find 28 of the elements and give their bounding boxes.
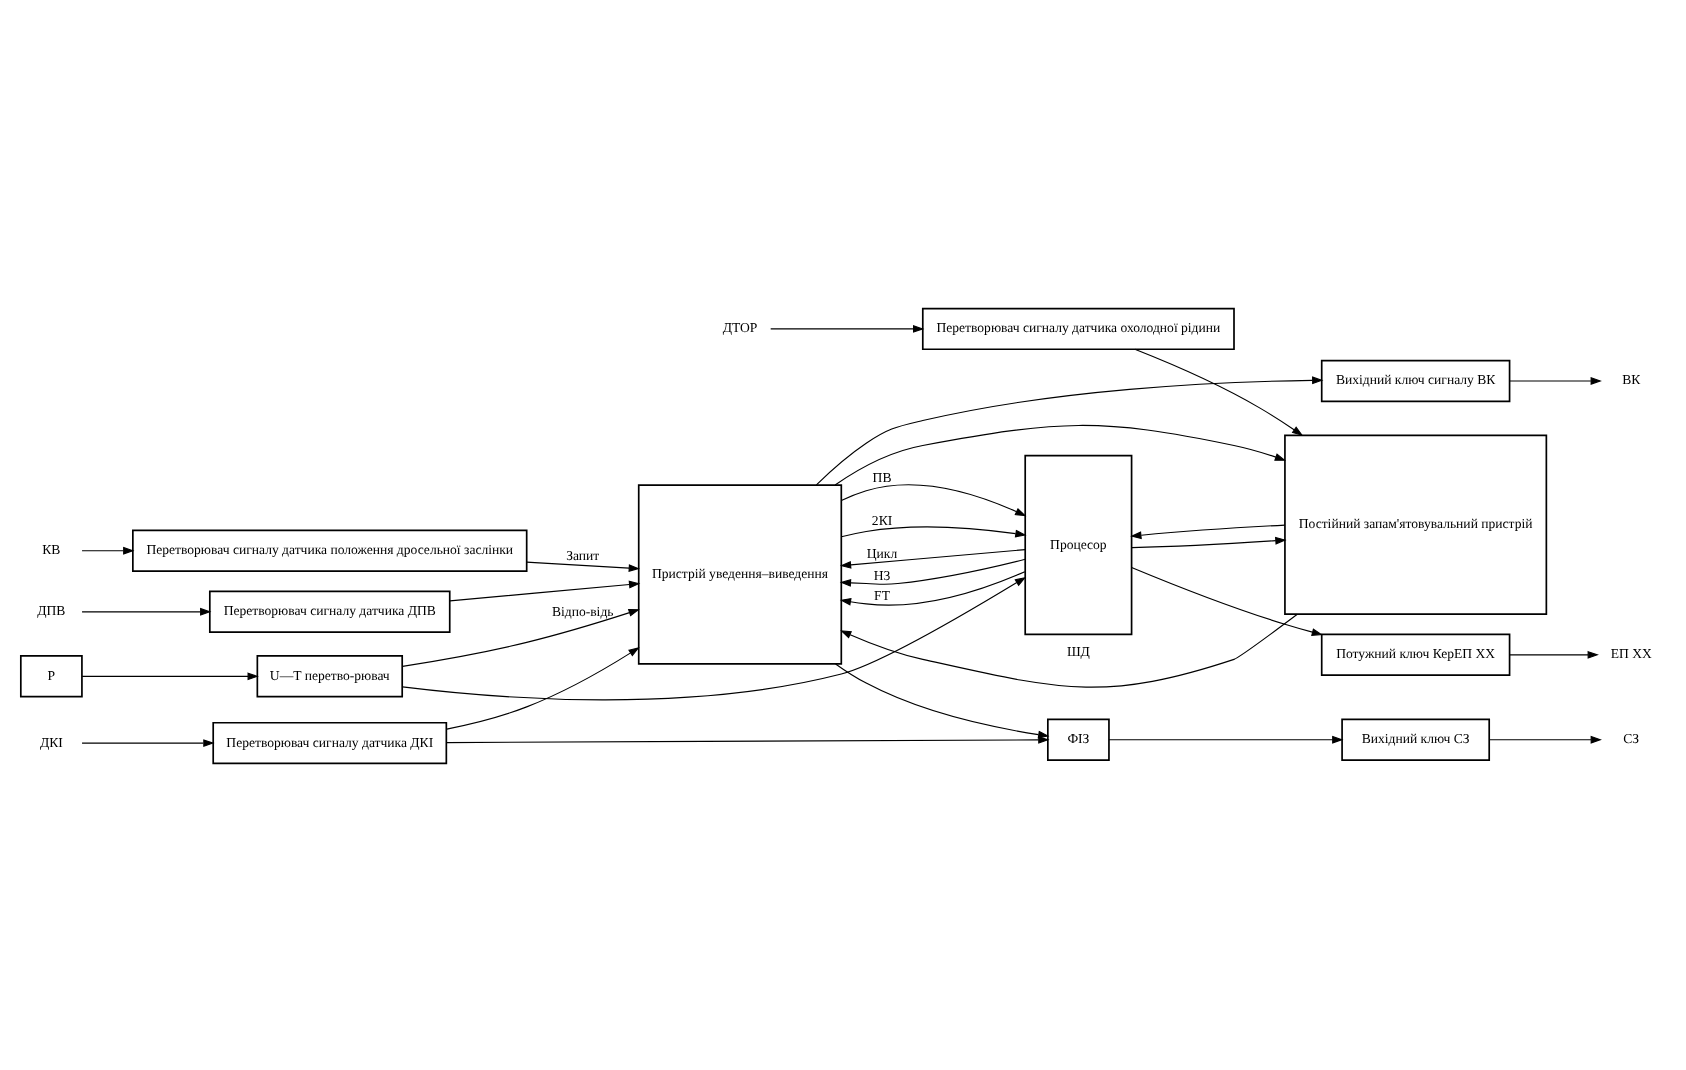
arrow: [81, 671, 259, 680]
arrow: [401, 608, 640, 666]
arrow: [815, 375, 1324, 485]
arrow: [81, 545, 135, 554]
arrow: [839, 548, 1026, 568]
arrow: [1134, 347, 1304, 435]
arrow: [839, 570, 1026, 605]
arrow: [81, 606, 212, 615]
arrow: [526, 560, 640, 571]
arrow: [1108, 734, 1344, 743]
arrow: [81, 738, 215, 747]
arrow: [1509, 376, 1602, 384]
arrow: [840, 612, 1298, 687]
arrow: [840, 525, 1027, 537]
arrow: [1131, 535, 1287, 548]
arrow: [1509, 649, 1599, 658]
arrow: [840, 483, 1027, 516]
arrow: [449, 579, 641, 601]
arrow: [1130, 523, 1286, 539]
arrow: [401, 575, 1027, 700]
arrow: [834, 423, 1287, 485]
arrow: [446, 734, 1050, 743]
arrow: [446, 646, 640, 729]
arrow: [839, 557, 1026, 586]
arrow: [770, 323, 925, 332]
arrow: [1131, 565, 1324, 635]
arrow: [835, 662, 1050, 738]
arrow: [1488, 734, 1602, 743]
